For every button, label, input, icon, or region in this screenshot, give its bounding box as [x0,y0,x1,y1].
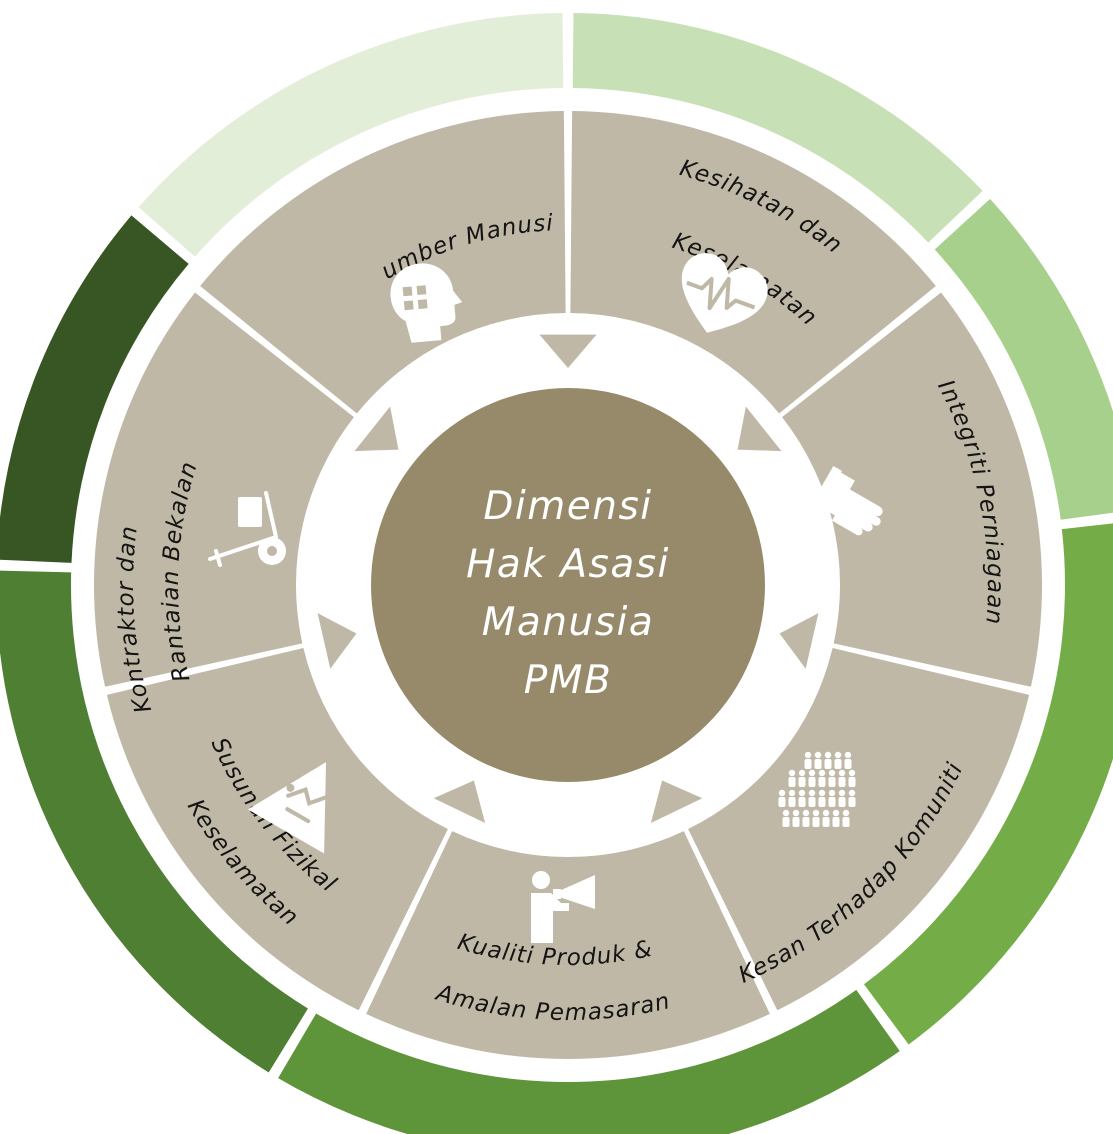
arrow-marker-3 [779,613,819,669]
segment-susunan-fizikal [106,648,448,1011]
outer-ring-arc-5 [278,989,900,1134]
outer-ring-arc-1 [138,13,564,257]
crowd-icon [778,751,856,827]
center-title-line: Hak Asasi [466,542,670,587]
segment-ring [93,111,1042,1059]
segment-icons [208,253,883,943]
center-circle [371,388,765,782]
warning-sign-icon [247,762,329,854]
center-title-line: Dimensi [483,484,652,529]
outer-ring-arc-4 [863,523,1113,1045]
outer-ring [0,13,1113,1134]
center-title-line: Manusia [482,600,655,645]
megaphone-person-icon [531,871,595,943]
arrow-marker-1 [539,334,597,368]
hand-truck-icon [208,491,286,567]
arrow-marker-7 [354,406,399,452]
outer-ring-arc-7 [0,215,189,563]
segment-integriti-perniagaan [782,292,1042,687]
arrow-ring [317,334,819,823]
heart-pulse-icon [681,253,768,333]
segment-kualiti-produk [366,831,770,1059]
outer-ring-arc-2 [572,13,983,243]
arrow-marker-5 [433,780,486,823]
center-title-line: PMB [524,658,612,703]
arrow-marker-4 [650,780,703,823]
arrow-marker-6 [317,613,357,669]
arrow-marker-2 [737,406,782,452]
segment-sumber-manusia [200,111,566,414]
handshake-icon [810,465,883,536]
outer-ring-arc-3 [934,198,1113,520]
segment-kontraktor-rantaian [93,292,354,687]
head-puzzle-icon [390,263,463,343]
outer-ring-arc-6 [0,570,308,1073]
segment-kesihatan-keselamatan [570,111,936,414]
segment-kesan-komuniti [688,648,1030,1011]
